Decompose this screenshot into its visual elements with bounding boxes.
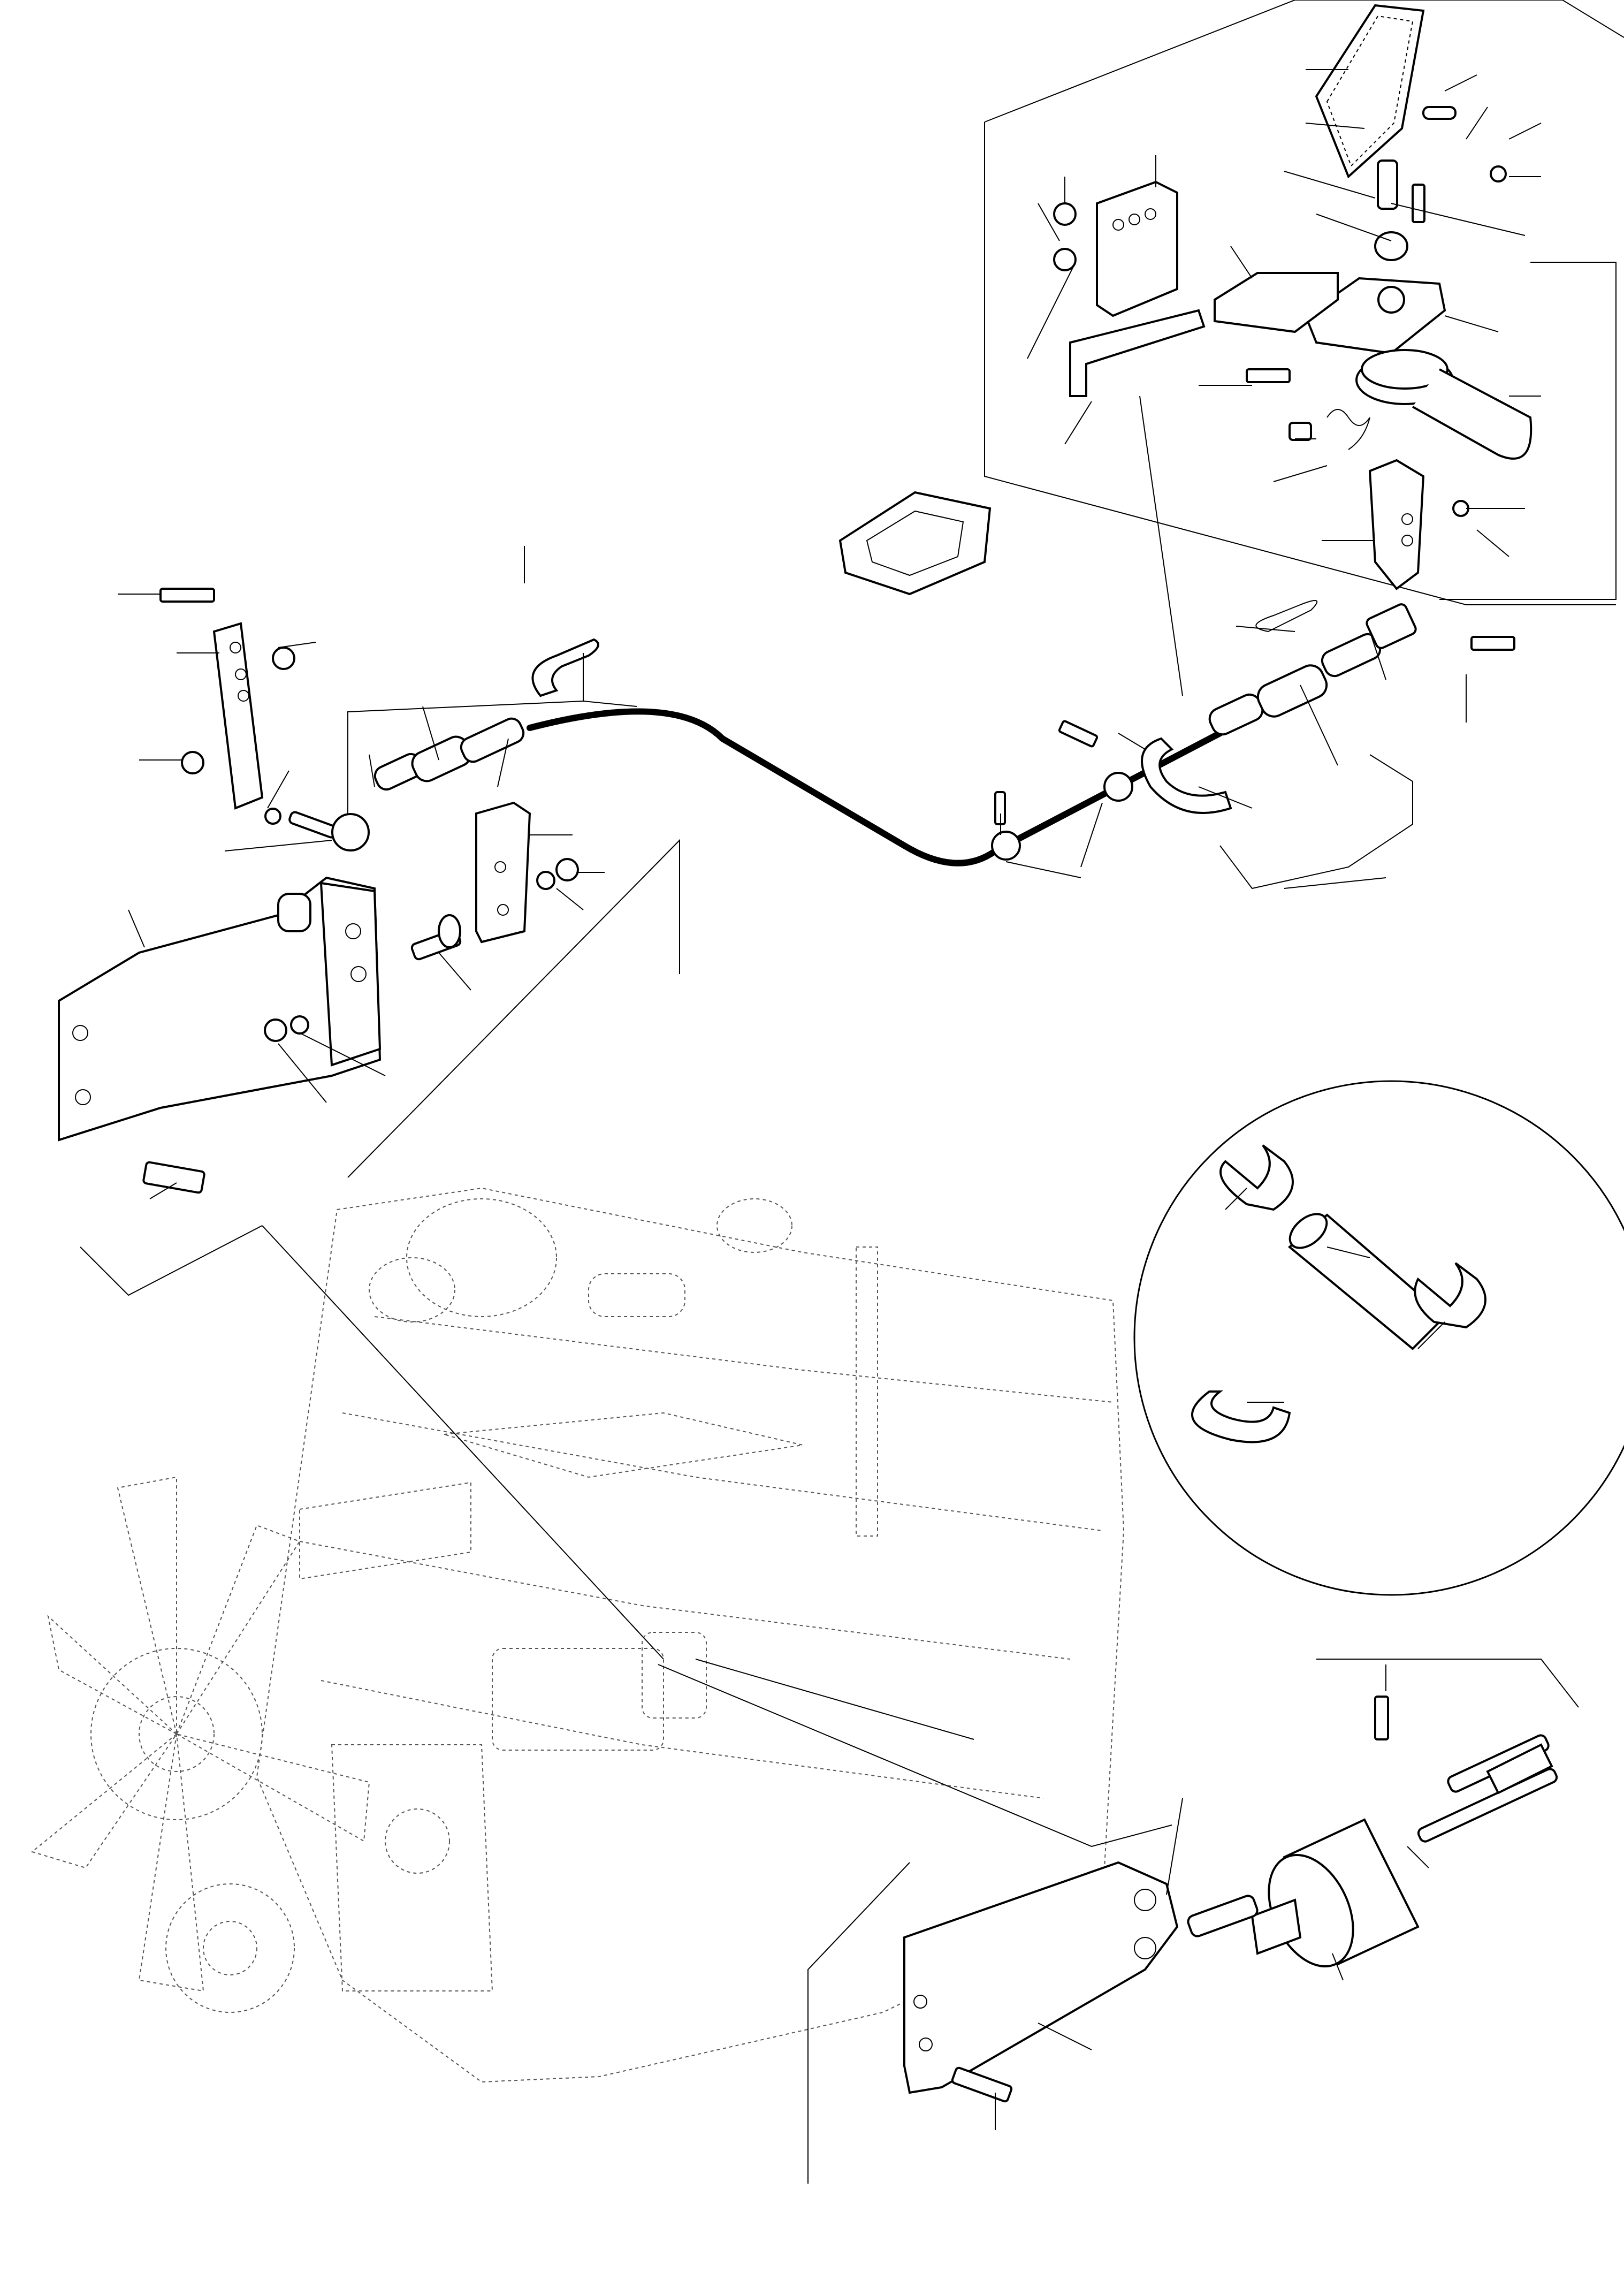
washer-icon [1053,248,1077,271]
pedal-lever-icon [1368,459,1425,590]
stop-solenoid-icon [1187,1734,1558,1967]
stud-icon [410,914,462,961]
diesel-engine-icon [31,839,1579,2184]
nut-icon [181,751,204,774]
bolt-icon [1374,1696,1389,1740]
clevis-pin-icon [1287,1213,1446,1350]
return-spring-icon [1326,409,1370,450]
cable-clamp-icon [1141,737,1232,814]
callout-leaders [118,69,1542,2130]
u-bolt-icon [1412,368,1532,460]
nut-icon [264,1018,287,1042]
washer-icon [536,871,555,890]
bolt-icon [951,2066,1013,2103]
throttle-cable-icon [373,600,1417,866]
engine-mount-bracket-icon [58,876,382,1194]
circlip-icon [1191,1390,1291,1443]
throttle-lever-icon [212,622,264,810]
spring-clip-icon [1414,1262,1486,1329]
pedal-assembly-group [984,0,1624,651]
pin-icon [1422,106,1457,120]
ball-joint-icon [288,811,370,852]
floor-plate-icon [838,491,992,596]
engine-bracket-assembly [58,588,579,1194]
nut-icon [555,858,579,881]
cable-end-right-icon [1208,603,1417,736]
spring-clip-icon [1219,1144,1294,1211]
bolt-icon [1246,368,1291,383]
cable-bracket-icon [410,801,579,961]
pedal-base-icon [1304,231,1454,405]
solenoid-bracket-icon [903,1861,1179,2094]
nut-icon [1053,202,1077,226]
bolt-icon [1412,184,1425,223]
clip-pin-detail-icon [1133,1080,1624,1596]
cotter-pin-icon [1255,600,1318,633]
bolt-icon [1058,720,1099,748]
bolt-icon [1470,636,1515,651]
bolt-icon [142,1161,205,1194]
washer-icon [290,1015,309,1035]
nut-icon [1452,500,1469,517]
fan-icon [31,1476,370,2013]
pedal-bracket-icon [1069,180,1206,397]
cable-end-left-icon [373,717,525,791]
nut-icon [272,647,295,670]
stop-solenoid-assembly [903,1696,1558,2103]
bolt-icon [159,588,215,603]
accelerator-pedal-icon [1315,4,1425,210]
cable-clamp-icon [531,638,599,697]
cable-clip-icon [991,831,1021,861]
washer-icon [264,808,281,825]
pedal-support-block-icon [1214,272,1339,333]
cable-clip-icon [1103,772,1133,802]
nut-icon [1490,165,1507,183]
bushing-icon [1288,422,1312,441]
